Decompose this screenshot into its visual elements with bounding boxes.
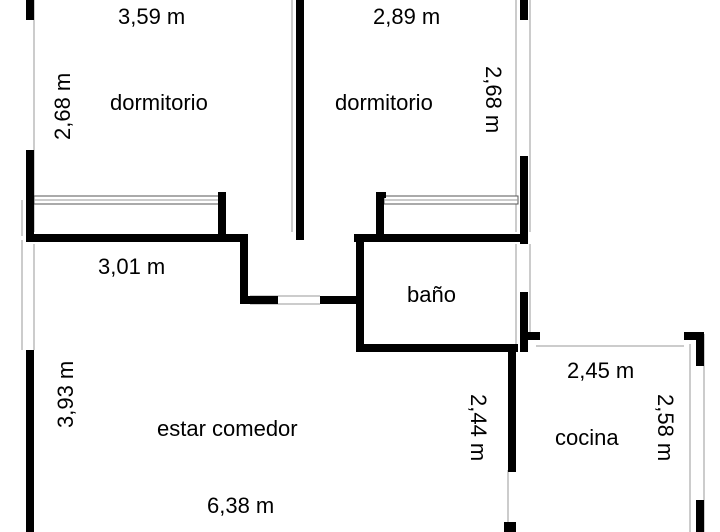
dim-dormitorio-1-width: 3,59 m: [118, 4, 185, 29]
dim-partition-height: 2,44 m: [466, 394, 491, 461]
room-label-cocina: cocina: [555, 425, 619, 450]
dimension-labels: 3,59 m 2,68 m 2,89 m 2,68 m 3,01 m 3,93 …: [50, 4, 678, 518]
dim-estar-width: 6,38 m: [207, 493, 274, 518]
room-label-dormitorio-2: dormitorio: [335, 90, 433, 115]
dim-cocina-height: 2,58 m: [653, 394, 678, 461]
dim-estar-height: 3,93 m: [53, 361, 78, 428]
room-labels: dormitorio dormitorio baño estar comedor…: [110, 90, 619, 450]
room-label-estar-comedor: estar comedor: [157, 416, 298, 441]
dim-dormitorio-2-width: 2,89 m: [373, 4, 440, 29]
dim-dormitorio-2-height: 2,68 m: [481, 66, 506, 133]
dim-dormitorio-1-height: 2,68 m: [50, 73, 75, 140]
room-label-bano: baño: [407, 282, 456, 307]
room-label-dormitorio-1: dormitorio: [110, 90, 208, 115]
dim-hall-width: 3,01 m: [98, 254, 165, 279]
dim-cocina-width: 2,45 m: [567, 358, 634, 383]
walls: [26, 0, 704, 532]
